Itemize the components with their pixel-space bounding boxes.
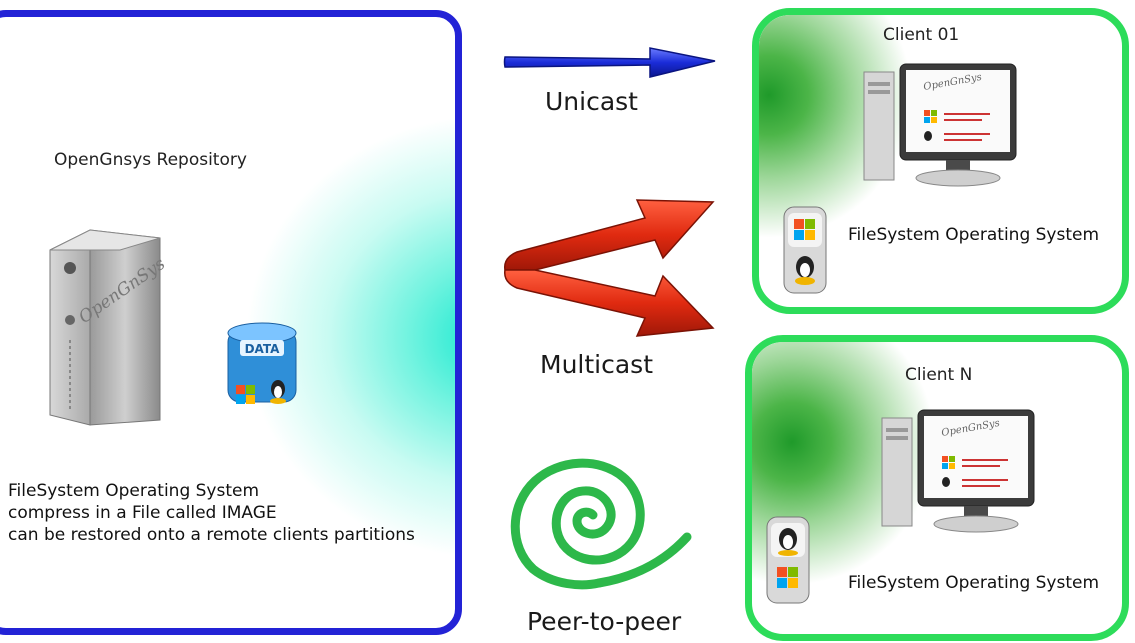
client-n-title: Client N (905, 365, 973, 385)
client-01-caption: FileSystem Operating System (848, 225, 1100, 245)
repository-description: FileSystem Operating System compress in … (8, 480, 415, 546)
client-n-os-icon (766, 516, 810, 604)
client-01-panel (752, 8, 1129, 314)
client-01-os-icon (783, 206, 827, 294)
peer-to-peer-label: Peer-to-peer (527, 607, 682, 636)
server-icon: OpenGnSys (49, 229, 165, 426)
client-n-caption: FileSystem Operating System (848, 573, 1100, 593)
unicast-arrow (503, 47, 716, 78)
description-line: FileSystem Operating System (8, 481, 260, 501)
client-n-computer-icon: OpenGnSys (881, 409, 1035, 533)
peer-to-peer-spiral (510, 458, 692, 590)
multicast-arrows (504, 199, 715, 337)
database-icon: DATA (227, 322, 297, 404)
client-01-title: Client 01 (883, 25, 960, 45)
data-label: DATA (245, 342, 281, 356)
unicast-label: Unicast (545, 87, 638, 116)
repository-title: OpenGnsys Repository (54, 150, 247, 170)
multicast-label: Multicast (540, 350, 654, 379)
description-line: compress in a File called IMAGE (8, 503, 277, 523)
description-line: can be restored onto a remote clients pa… (8, 525, 415, 545)
client-01-computer-icon: OpenGnSys (863, 63, 1017, 187)
